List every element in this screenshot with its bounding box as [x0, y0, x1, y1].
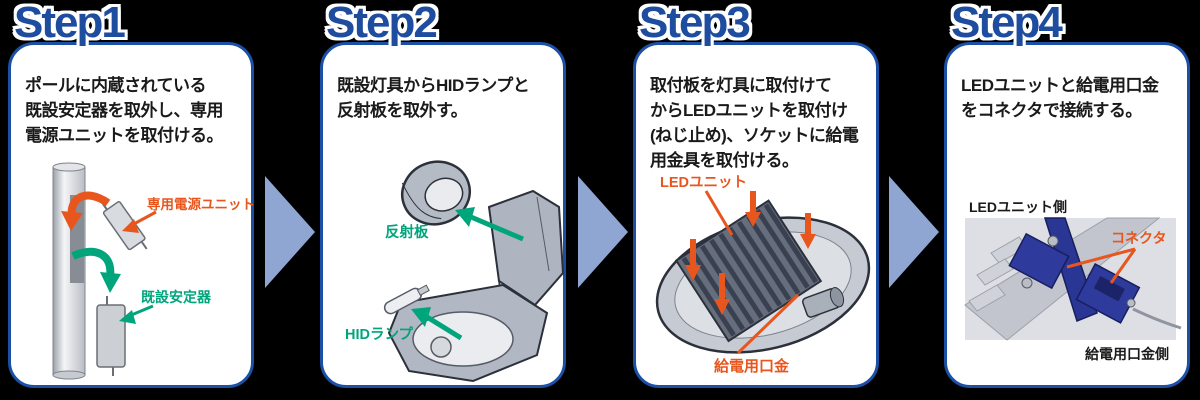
power-unit	[100, 201, 148, 251]
screw-down-arrow	[745, 191, 761, 227]
led-heatsink	[674, 199, 823, 343]
step1-panel: ポールに内蔵されている 既設安定器を取外し、専用 電源ユニットを取付ける。	[8, 42, 257, 388]
screw-down-arrow	[714, 273, 730, 315]
next-step-arrow-icon	[889, 176, 939, 288]
step1-illustration-svg: 専用電源ユニット 既設安定器	[52, 162, 255, 380]
step3-panel: 取付板を灯具に取付けて からLEDユニットを取付け (ねじ止め)、ソケットに給電…	[633, 42, 879, 388]
reflector-label: 反射板	[385, 223, 429, 241]
next-step-arrow-icon	[578, 176, 628, 288]
led-unit-leader-line	[704, 190, 734, 236]
step1-illustration: 専用電源ユニット 既設安定器	[11, 155, 257, 388]
step1-title: Step1	[14, 0, 126, 47]
step4-illustration: LEDユニット側 コネクタ 給電用口金側	[947, 155, 1193, 388]
ballast-leader-arrow	[119, 304, 154, 324]
step3-illustration: LEDユニット 給電用口金	[636, 155, 882, 388]
step4-panel: LEDユニットと給電用口金 をコネクタで接続する。	[944, 42, 1190, 388]
hid-lamp-arrow	[411, 307, 463, 341]
led-side-label: LEDユニット側	[969, 199, 1067, 215]
reflector-arrow	[455, 207, 524, 242]
led-unit-panel	[964, 217, 1161, 341]
step3-instruction: 取付板を灯具に取付けて からLEDユニットを取付け (ねじ止め)、ソケットに給電…	[650, 76, 859, 170]
ballast-unit	[96, 296, 126, 376]
connector-label: コネクタ	[1111, 230, 1166, 246]
step2-instruction: 既設灯具からHIDランプと 反射板を取外す。	[337, 76, 530, 120]
step2-illustration-svg: 反射板 HIDランプ	[345, 160, 565, 383]
connector-socket-side	[1075, 263, 1141, 324]
socket-leader-line	[736, 293, 800, 355]
orange-swap-arrow	[61, 191, 111, 231]
step3-title: Step3	[639, 0, 751, 47]
socket-label: 給電用口金	[714, 357, 790, 375]
screw-down-arrow	[685, 239, 701, 281]
step2-illustration: 反射板 HIDランプ	[323, 155, 569, 388]
led-unit-label: LEDユニット	[660, 175, 747, 191]
hid-lamp	[383, 284, 430, 315]
step2-panel: 既設灯具からHIDランプと 反射板を取外す。	[320, 42, 566, 388]
step2-title: Step2	[326, 0, 438, 47]
step4-illustration-svg: LEDユニット側 コネクタ 給電用口金側	[964, 199, 1182, 362]
power-unit-label: 専用電源ユニット	[147, 196, 255, 212]
step1-instruction: ポールに内蔵されている 既設安定器を取外し、専用 電源ユニットを取付ける。	[25, 76, 224, 145]
ballast-label: 既設安定器	[141, 289, 212, 305]
step4-title: Step4	[951, 0, 1063, 47]
step4-instruction: LEDユニットと給電用口金 をコネクタで接続する。	[961, 76, 1159, 120]
socket	[801, 287, 845, 318]
connector-led-side	[1008, 232, 1070, 290]
hid-lamp-label: HIDランプ	[345, 326, 414, 343]
reflector	[401, 160, 471, 226]
green-swap-arrow	[71, 247, 121, 293]
power-unit-leader-arrow	[122, 210, 157, 233]
step3-illustration-svg: LEDユニット 給電用口金	[655, 175, 871, 375]
screw-down-arrow	[800, 213, 816, 249]
next-step-arrow-icon	[265, 176, 315, 288]
power-cable	[1132, 307, 1182, 330]
connector-leader-lines	[1066, 247, 1137, 284]
socket-side-label: 給電用口金側	[1085, 346, 1169, 362]
